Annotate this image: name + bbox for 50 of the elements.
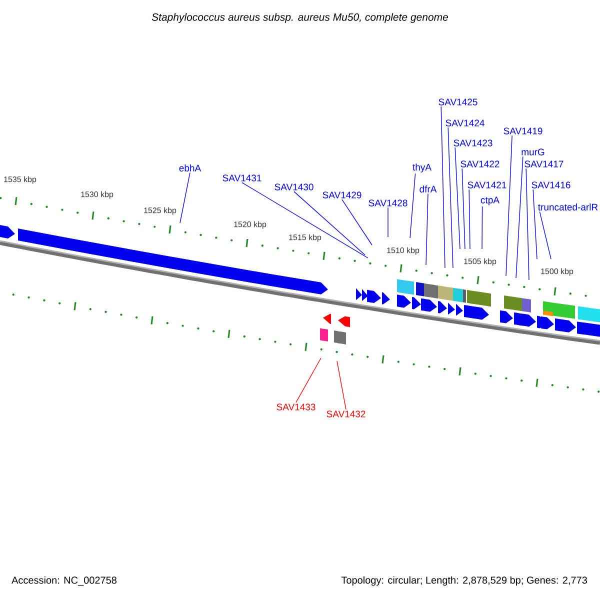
gene-label: SAV1421 xyxy=(468,182,506,188)
genome-info-text: Topology: circular; Length: 2,878,529 bp; Genes: 2,773 xyxy=(341,576,587,586)
gene-label: SAV1433 xyxy=(276,404,316,410)
gene-label: SAV1424 xyxy=(446,120,484,126)
leader-line xyxy=(440,106,446,268)
gene-label: SAV1417 xyxy=(524,160,564,168)
scale-label: 1515 kbp xyxy=(289,234,322,242)
leader-line xyxy=(539,211,552,260)
scale-label: 1500 kbp xyxy=(541,268,574,276)
gene-label: SAV1422 xyxy=(460,160,500,168)
scale-label: 1520 kbp xyxy=(234,221,266,229)
scale-label: 1535 kbp xyxy=(4,176,36,184)
scale-label: 1525 kbp xyxy=(144,207,176,215)
leader-line xyxy=(454,147,460,250)
leader-line xyxy=(506,135,512,276)
leader-line xyxy=(342,199,372,246)
gene-label: ebhA xyxy=(179,164,202,172)
gene-label: thyA xyxy=(412,164,432,172)
leader-line xyxy=(448,127,454,268)
scale-label: 1510 kbp xyxy=(387,247,420,255)
leader-line xyxy=(294,191,366,256)
leader-line xyxy=(462,168,466,250)
leader-line xyxy=(526,168,530,280)
gene-label: SAV1429 xyxy=(322,192,362,198)
scale-label: 1530 kbp xyxy=(81,191,114,199)
leader-line xyxy=(242,182,368,258)
gene-label: truncated-arlR xyxy=(538,204,598,210)
gene-label: murG xyxy=(522,148,544,156)
gene-label: SAV1432 xyxy=(326,410,366,418)
leader-line xyxy=(296,358,322,403)
leader-line xyxy=(336,360,346,410)
scale-label: 1505 kbp xyxy=(464,258,496,266)
title: Staphylococcus aureus subsp. aureus Mu50, complete genome xyxy=(152,13,448,23)
leader-line xyxy=(468,189,470,250)
leader-line xyxy=(426,193,428,266)
gene-label: SAV1416 xyxy=(532,182,570,188)
gene-label: SAV1431 xyxy=(222,174,262,182)
gene-label: SAV1430 xyxy=(274,184,314,190)
gene-label: SAV1423 xyxy=(454,140,492,146)
leader-line xyxy=(482,206,483,250)
gene-label: SAV1419 xyxy=(504,128,542,134)
gene-label: dfrA xyxy=(420,186,437,192)
leader-line xyxy=(516,156,524,278)
leader-line xyxy=(532,189,538,260)
leader-line xyxy=(410,173,416,238)
gene-label: SAV1425 xyxy=(438,98,478,106)
gene-label: SAV1428 xyxy=(368,200,408,206)
accession-text: Accession: NC_002758 xyxy=(12,576,116,586)
leader-line xyxy=(180,172,190,224)
gene-label: ctpA xyxy=(480,196,500,206)
